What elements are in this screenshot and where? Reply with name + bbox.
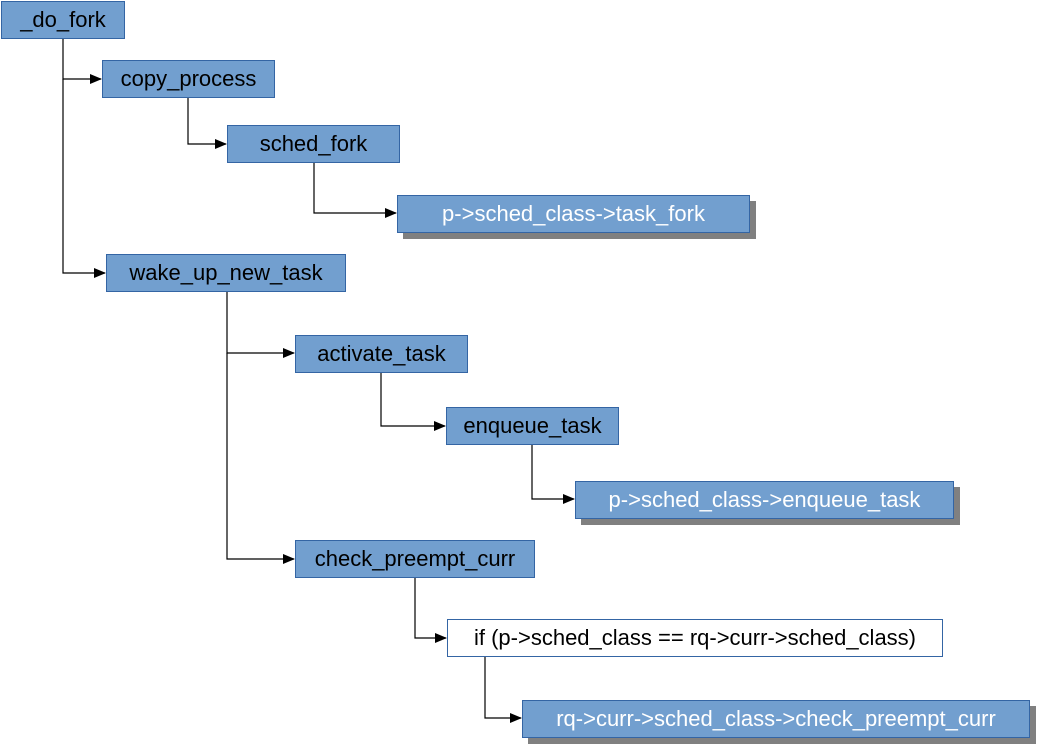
node-task-fork-pointer: p->sched_class->task_fork — [397, 195, 750, 233]
node-do-fork: _do_fork — [1, 1, 125, 39]
edge-condition-to-check-preempt-ptr — [484, 657, 522, 723]
edge-enqueue-task-to-ptr — [531, 445, 575, 504]
node-activate-task: activate_task — [295, 335, 468, 373]
edge-copy-process-to-sched-fork — [187, 98, 227, 149]
node-wake-up-new-task: wake_up_new_task — [106, 254, 346, 292]
node-copy-process: copy_process — [102, 60, 275, 98]
node-sched-class-condition: if (p->sched_class == rq->curr->sched_cl… — [447, 619, 943, 657]
edge-do-fork-to-copy-process — [62, 39, 102, 84]
node-enqueue-task: enqueue_task — [446, 407, 619, 445]
edge-check-preempt-to-condition — [414, 578, 447, 643]
node-enqueue-task-pointer: p->sched_class->enqueue_task — [575, 481, 954, 519]
node-check-preempt-curr: check_preempt_curr — [295, 540, 535, 578]
node-sched-fork: sched_fork — [227, 125, 400, 163]
edge-do-fork-to-wake-up-new-task — [62, 79, 106, 278]
node-check-preempt-curr-pointer: rq->curr->sched_class->check_preempt_cur… — [522, 700, 1030, 738]
edge-wake-up-to-check-preempt-curr — [226, 353, 295, 564]
edge-wake-up-to-activate-task — [226, 292, 295, 358]
edge-sched-fork-to-task-fork — [313, 163, 397, 218]
edge-activate-task-to-enqueue-task — [380, 373, 446, 431]
